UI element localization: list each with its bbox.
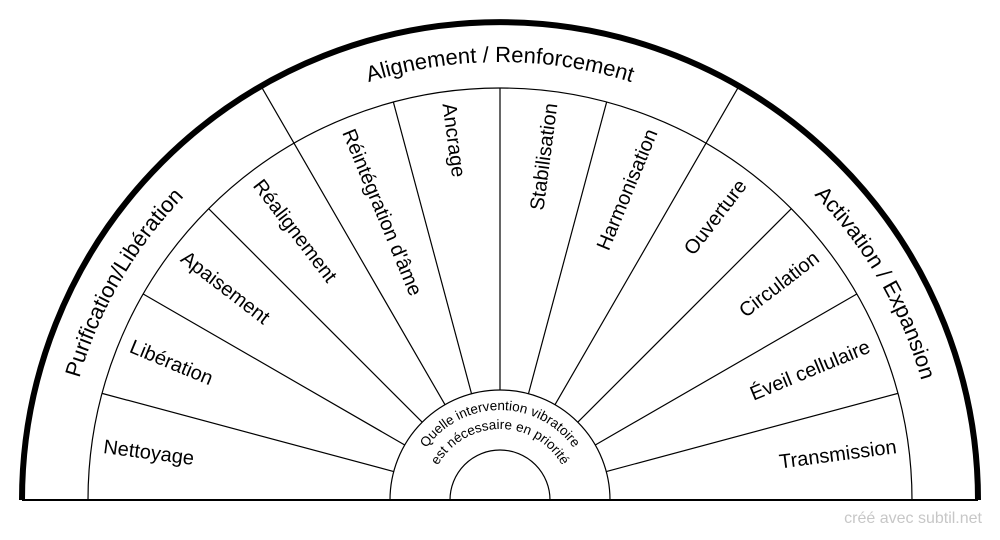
segment-label: Harmonisation [593,126,663,254]
segment-label: Circulation [735,247,823,322]
segment-label: Libération [127,336,217,390]
segment-label: Ancrage [438,102,470,179]
segment-divider-4 [293,142,446,406]
segment-label: Stabilisation [527,102,563,212]
segment-label: Transmission [778,436,898,473]
segment-divider-5 [392,101,473,394]
segment-label: Nettoyage [102,436,195,470]
segment-divider-3 [208,208,423,423]
segment-label: Éveil cellulaire [747,335,874,405]
segment-label: Réalignement [248,176,341,288]
segment-lines [101,85,899,473]
outer-arc [19,19,981,501]
footer-credit: créé avec subtil.net [844,510,982,527]
group-divider-2 [705,85,740,144]
group-divider-1 [260,85,295,144]
segment-label: Ouverture [680,176,752,260]
segment-divider-1 [101,392,394,473]
segment-divider-10 [594,293,858,446]
group-label: Alignement / Renforcement [363,42,637,87]
center-inner-arc [449,449,551,501]
segment-divider-9 [577,208,792,423]
segment-divider-7 [527,101,608,394]
segment-divider-8 [554,142,707,406]
segment-label: Réintégration d'âme [337,126,426,299]
segment-divider-2 [142,293,406,446]
segment-divider-11 [606,392,899,473]
